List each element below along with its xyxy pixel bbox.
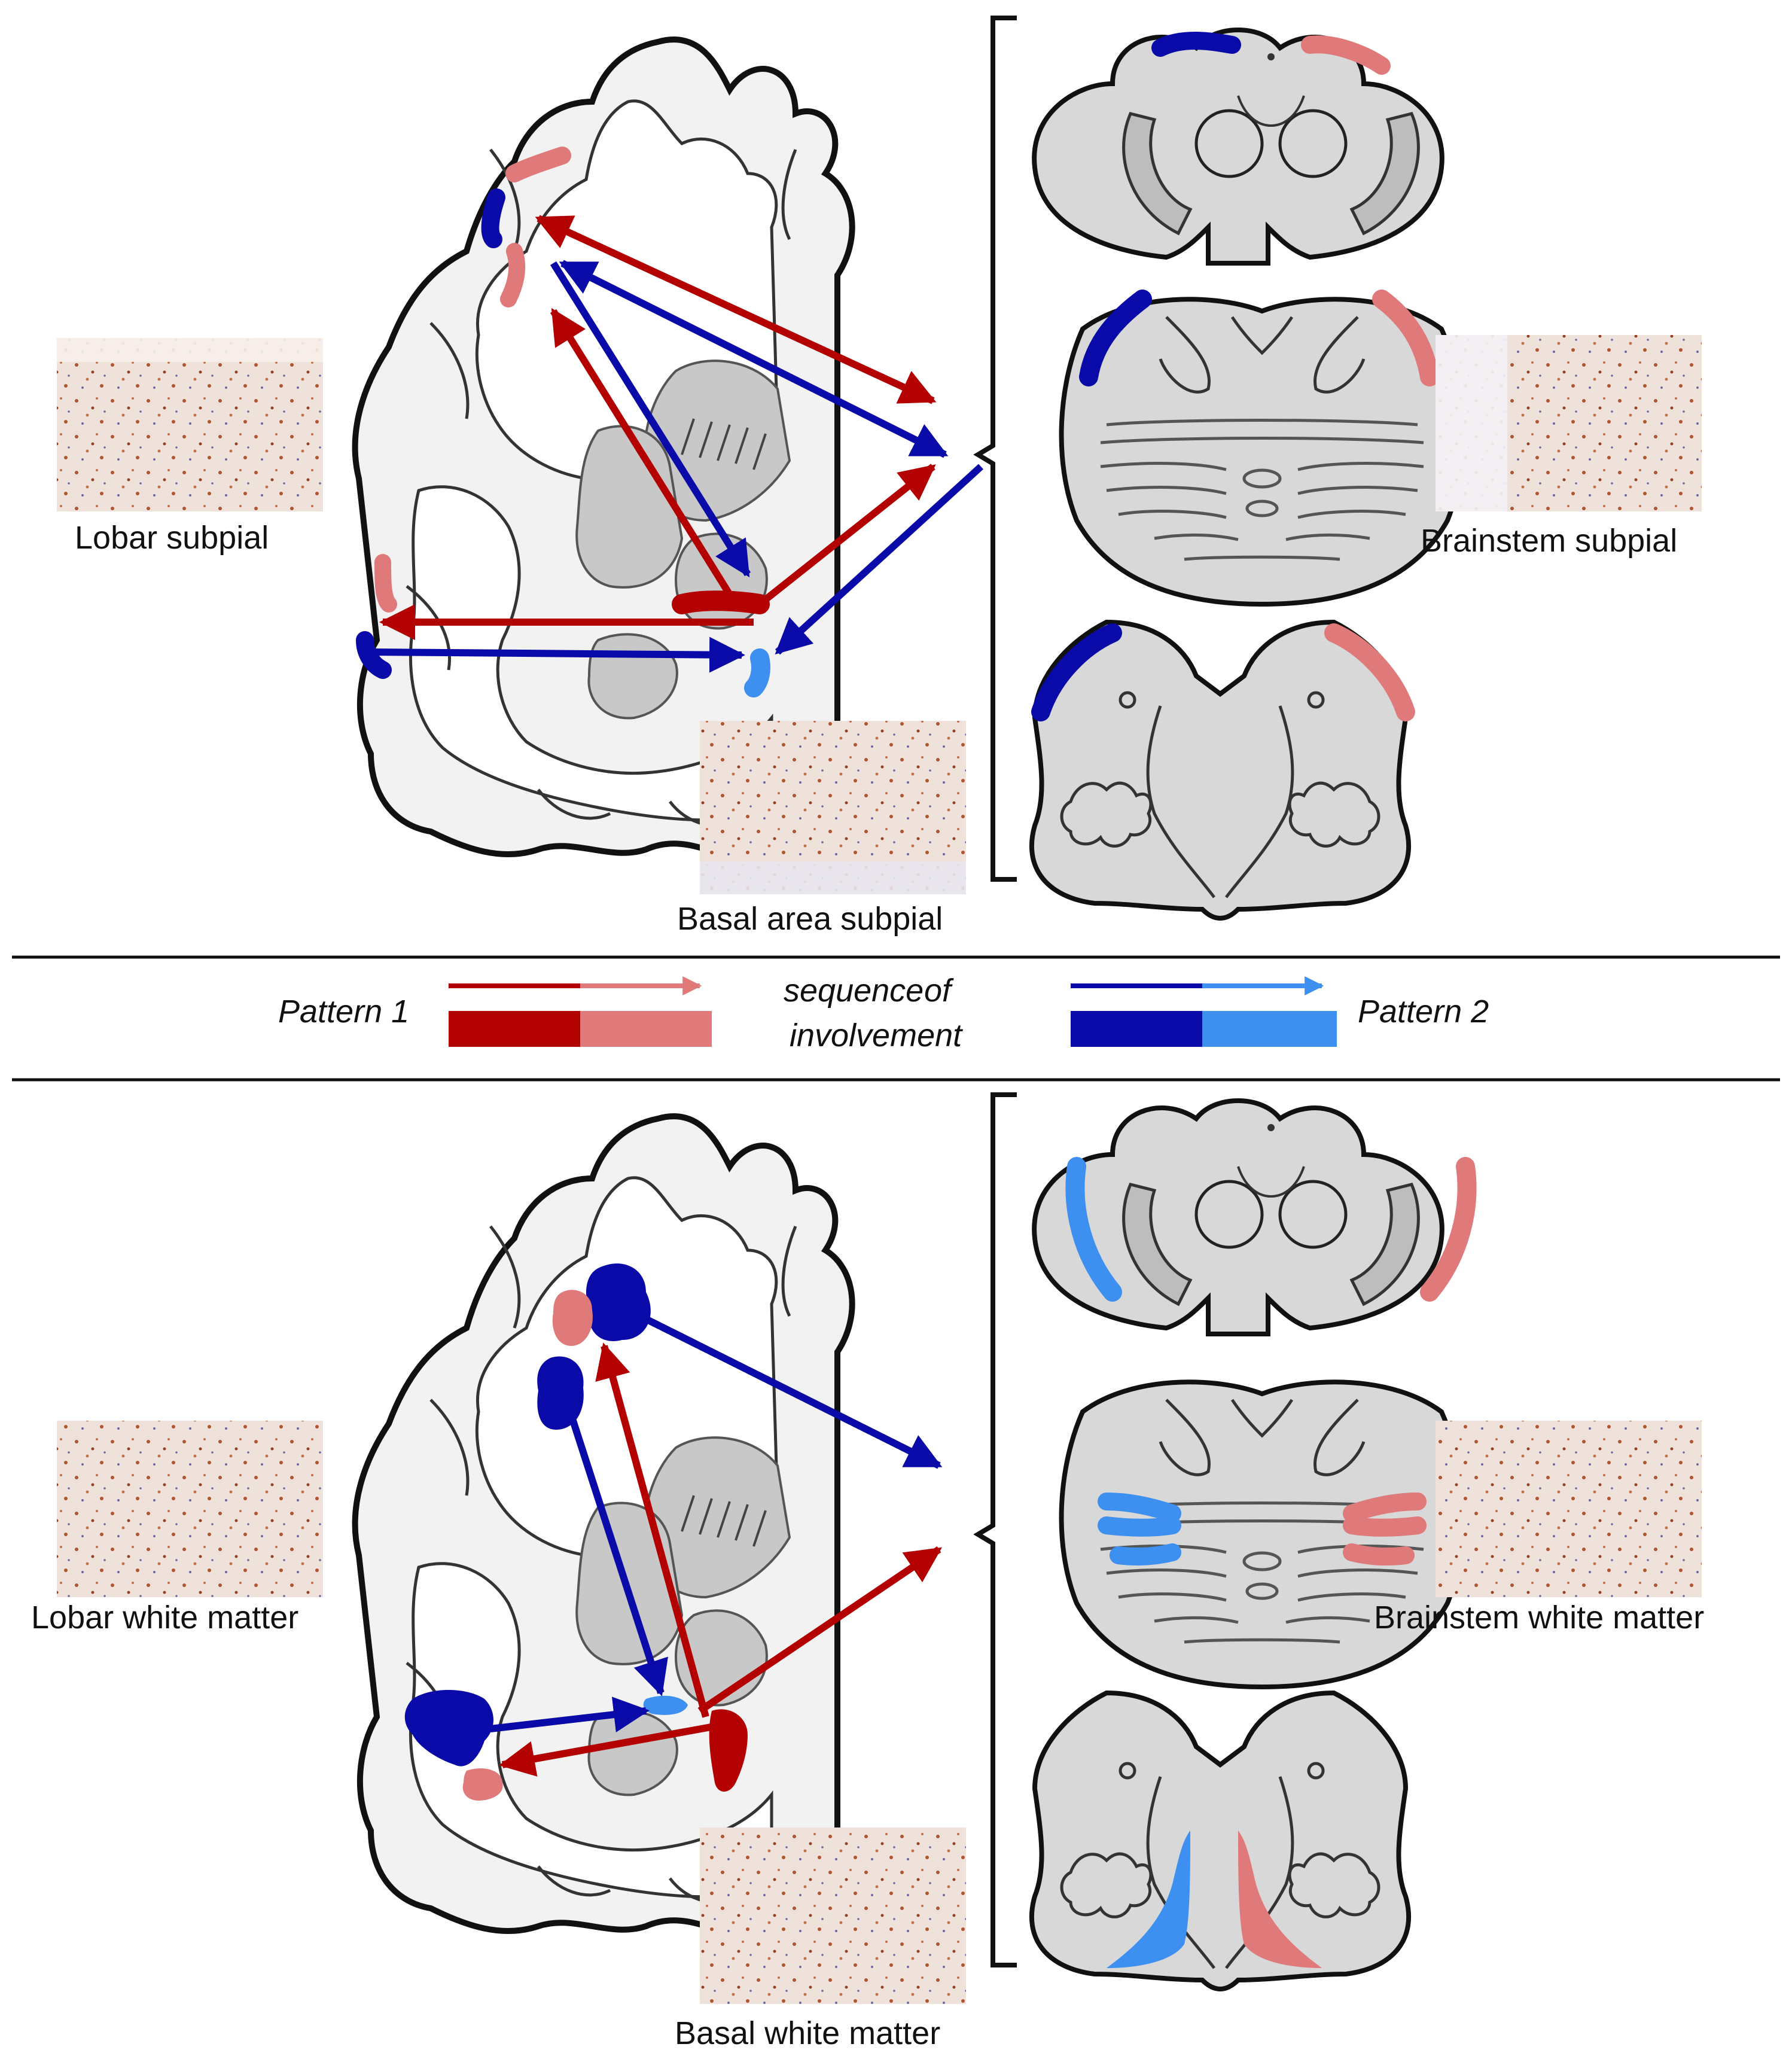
bottom-medulla: [1032, 1693, 1409, 1989]
bottom-pons: [1062, 1382, 1463, 1687]
legend-pattern2-label: Pattern 2: [1358, 994, 1489, 1030]
legend-sequence-line1: sequence: [784, 973, 924, 1009]
hemisphere-section-bottom: [355, 1116, 852, 1944]
label-brainstem-white-matter: Brainstem white matter: [1374, 1600, 1705, 1635]
micrograph-lobar-subpial: [57, 338, 323, 511]
bottom-pattern1-arrows: [499, 1342, 942, 1777]
label-lobar-white-matter: Lobar white matter: [31, 1600, 299, 1635]
legend-sequence-line3: involvement: [790, 1018, 962, 1053]
top-involvement-marks: [356, 147, 770, 698]
legend-pattern1-label: Pattern 1: [278, 994, 410, 1030]
bottom-midbrain: [1034, 1101, 1477, 1334]
bottom-panel: [57, 1092, 1702, 2004]
top-pattern2-arrows: [370, 260, 984, 673]
micrograph-basal-white-matter: [700, 1828, 966, 2004]
bottom-pattern2-arrows: [490, 1312, 943, 1732]
micrograph-lobar-white-matter: [57, 1421, 323, 1597]
legend-pattern2-bar-late: [1202, 1011, 1337, 1047]
top-bracket: [973, 16, 1017, 882]
legend-pattern1-bar-late: [580, 1011, 712, 1047]
legend-pattern1-bar-early: [449, 1011, 580, 1047]
bottom-involvement-marks: [404, 1263, 748, 1801]
top-midbrain: [1034, 30, 1442, 263]
top-pons: [1062, 290, 1463, 604]
label-lobar-subpial: Lobar subpial: [75, 520, 269, 556]
label-basal-white-matter: Basal white matter: [675, 2015, 941, 2051]
top-panel: [57, 16, 1702, 918]
micrograph-brainstem-white-matter: [1436, 1421, 1702, 1597]
legend: [449, 976, 1337, 1047]
label-brainstem-subpial: Brainstem subpial: [1421, 523, 1678, 559]
label-basal-area-subpial: Basal area subpial: [677, 901, 943, 937]
legend-sequence-line2: of: [924, 973, 952, 1009]
bottom-bracket: [973, 1092, 1017, 1967]
top-medulla: [1032, 622, 1415, 918]
legend-pattern2-bar-early: [1071, 1011, 1202, 1047]
